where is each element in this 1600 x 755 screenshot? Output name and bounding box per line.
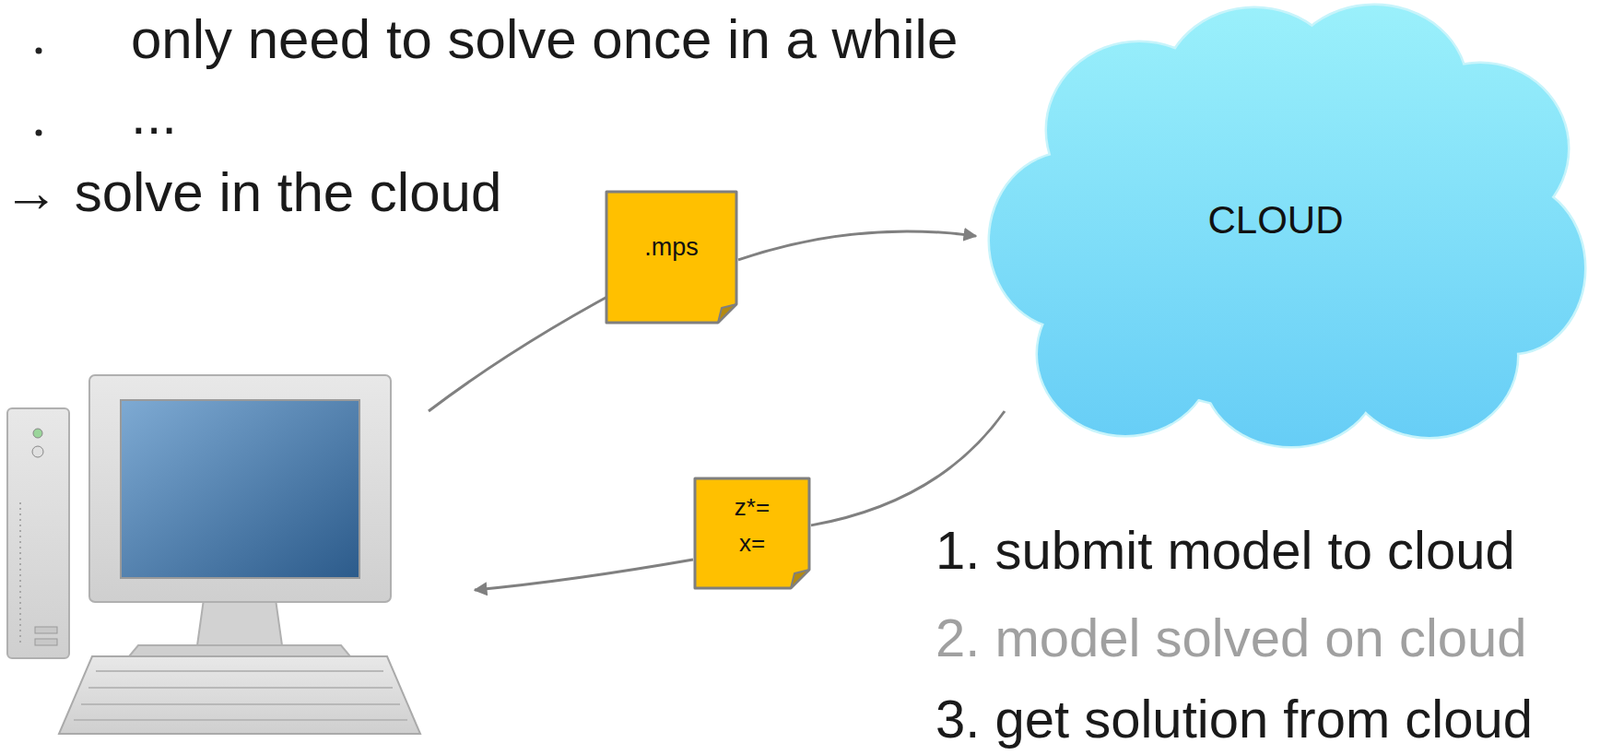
sticky-note: z*= x= bbox=[693, 476, 812, 590]
step-text: 2. model solved on cloud bbox=[935, 608, 1528, 668]
flow-arrow bbox=[811, 411, 1005, 526]
step-text: 3. get solution from cloud bbox=[935, 689, 1533, 749]
bullet-dot bbox=[35, 47, 43, 55]
flow-arrow bbox=[738, 231, 977, 260]
note-text: .mps bbox=[644, 228, 699, 267]
cloud-node: CLOUD bbox=[987, 5, 1588, 449]
tower-case bbox=[7, 408, 70, 659]
download-arrow bbox=[474, 559, 694, 590]
keyboard-keys bbox=[73, 670, 408, 720]
monitor-frame bbox=[89, 375, 391, 602]
bullet-text: only need to solve once in a while bbox=[130, 9, 958, 71]
tower-vent bbox=[19, 502, 22, 646]
drive-slot bbox=[35, 638, 58, 646]
power-button bbox=[32, 446, 44, 458]
keyboard bbox=[58, 656, 421, 734]
bullet-dot bbox=[35, 129, 43, 137]
monitor-neck bbox=[197, 599, 283, 646]
power-led bbox=[33, 428, 43, 438]
sticky-note: .mps bbox=[604, 189, 739, 325]
step-text: 1. submit model to cloud bbox=[935, 520, 1516, 580]
drive-slot bbox=[35, 626, 58, 634]
bullet-text: → solve in the cloud bbox=[3, 162, 502, 224]
monitor-screen bbox=[120, 400, 360, 578]
note-text: z*= x= bbox=[734, 489, 770, 562]
cloud-label: CLOUD bbox=[1207, 190, 1343, 249]
bullet-text: ... bbox=[130, 84, 177, 146]
